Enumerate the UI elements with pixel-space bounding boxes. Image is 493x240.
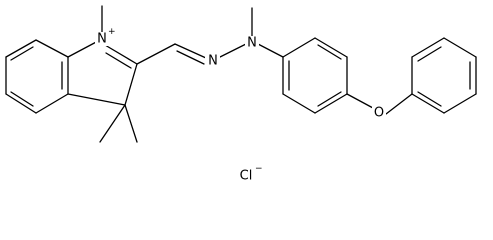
hydrazone-linker <box>136 7 284 65</box>
bond <box>314 93 348 114</box>
negative-charge: − <box>255 164 263 174</box>
azo-nitrogen-label: N <box>208 54 218 69</box>
bond <box>411 37 445 58</box>
phenyl-ring <box>411 37 477 114</box>
bond <box>443 93 477 114</box>
double-bond-inner <box>317 44 342 60</box>
bond <box>282 93 316 114</box>
imine-double-bond <box>176 50 205 65</box>
bond <box>411 93 445 114</box>
bond <box>35 93 69 114</box>
double-bond-inner <box>105 52 132 69</box>
imine-double-bond <box>174 43 207 59</box>
double-bond-inner <box>417 91 442 107</box>
amine-nitrogen-label: N <box>247 36 257 51</box>
double-bond-inner <box>10 91 34 107</box>
phenylene-ring <box>282 37 348 114</box>
methyl-bond <box>124 104 138 143</box>
double-bond-inner <box>10 46 34 61</box>
positive-charge: + <box>108 27 116 37</box>
methyl-bond <box>99 104 126 143</box>
bond <box>257 43 284 58</box>
indolium-five-ring <box>67 39 138 106</box>
ether-oxygen-label: O <box>374 106 384 121</box>
ether-bond <box>385 93 413 115</box>
bond <box>314 37 348 58</box>
bond <box>5 39 37 58</box>
indolium-nitrogen-label: N <box>97 32 107 47</box>
bond <box>136 43 176 65</box>
double-bond-inner <box>417 46 442 62</box>
ether-bond <box>346 93 374 109</box>
gem-dimethyl <box>99 104 138 143</box>
bond <box>104 44 138 65</box>
bond <box>35 39 69 58</box>
chloride-label: Cl <box>240 169 253 184</box>
bond <box>124 63 138 106</box>
chemical-structure-diagram: N + N N O Cl − <box>5 5 477 184</box>
bond <box>443 37 477 58</box>
n-n-bond <box>219 43 247 58</box>
indole-benzene-ring <box>5 39 69 114</box>
bond <box>67 39 101 58</box>
bond <box>5 93 37 114</box>
bond <box>282 37 316 58</box>
bond <box>67 93 126 106</box>
double-bond-inner <box>317 91 342 107</box>
